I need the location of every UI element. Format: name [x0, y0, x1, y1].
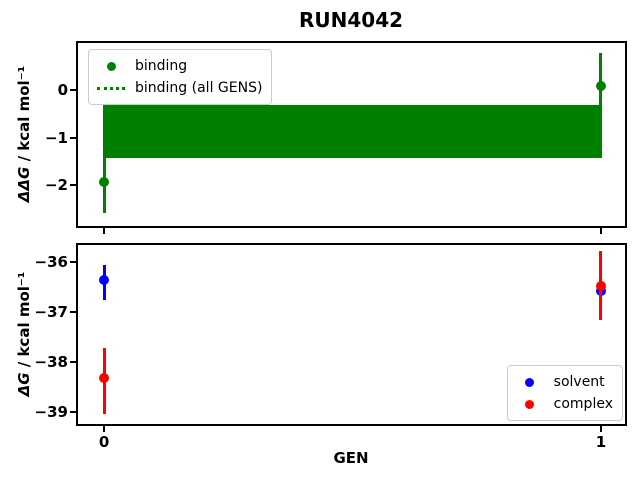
chart-title: RUN4042: [298, 8, 404, 32]
y-tick-mark: [70, 88, 76, 91]
solvent-dot-icon: [525, 377, 535, 387]
complex-point: [99, 373, 110, 383]
bottom-legend: solvent complex: [506, 365, 623, 421]
y-tick-mark: [70, 411, 76, 413]
binding-point: [595, 81, 606, 91]
x-axis-label: GEN: [333, 449, 369, 467]
dotted-line-icon: [97, 86, 125, 90]
y-tick-label: −1: [44, 128, 68, 147]
bottom-y-axis-label-symbol: ΔG: [15, 372, 33, 397]
y-tick-label: −39: [34, 403, 68, 421]
x-tick-label: 0: [98, 433, 110, 451]
top-y-axis-label-units: / kcal mol⁻¹: [15, 65, 33, 167]
y-tick-mark: [70, 361, 76, 363]
y-tick-mark: [70, 261, 76, 263]
x-tick-label: 1: [595, 433, 607, 451]
x-tick-mark: [103, 426, 106, 432]
x-tick-mark: [599, 426, 602, 432]
bottom-y-axis-label-units: / kcal mol⁻¹: [15, 271, 33, 373]
legend-label: solvent: [553, 374, 605, 390]
legend-item-binding-all-gens: binding (all GENS): [96, 77, 262, 99]
y-tick-label: 0: [57, 80, 68, 99]
y-tick-label: −37: [34, 303, 68, 321]
binding-errorbar: [599, 53, 603, 158]
top-y-axis-label: ΔΔG / kcal mol⁻¹: [15, 66, 33, 202]
binding-dot-icon: [106, 61, 116, 71]
y-tick-label: −2: [44, 176, 68, 195]
legend-label: complex: [553, 396, 613, 412]
all-gens-band: [104, 104, 601, 158]
top-y-axis-label-symbol: ΔΔG: [15, 166, 33, 203]
binding-errorbar: [102, 104, 106, 214]
legend-item-solvent: solvent: [515, 371, 613, 393]
y-tick-label: −38: [34, 353, 68, 371]
x-tick-mark: [599, 228, 602, 234]
legend-label: binding (all GENS): [135, 80, 263, 96]
solvent-point: [99, 275, 110, 285]
complex-dot-icon: [525, 399, 535, 409]
plot-area-1: −36 −37 −38 −39 0 1: [35, 245, 625, 451]
y-tick-mark: [70, 136, 76, 139]
complex-point: [595, 281, 606, 291]
legend-item-binding: binding: [96, 55, 262, 77]
plot-area-0: 0 −1 −2: [45, 43, 625, 234]
bottom-y-axis-label: ΔG / kcal mol⁻¹: [15, 272, 33, 397]
legend-label: binding: [135, 58, 188, 74]
top-legend: binding binding (all GENS): [88, 49, 273, 105]
top-plot: 0 −1 −2: [45, 41, 627, 234]
y-tick-mark: [70, 184, 76, 187]
binding-point: [99, 177, 110, 188]
x-tick-mark: [103, 228, 106, 234]
y-tick-label: −36: [34, 253, 68, 271]
y-tick-mark: [70, 311, 76, 313]
legend-item-complex: complex: [515, 393, 613, 415]
